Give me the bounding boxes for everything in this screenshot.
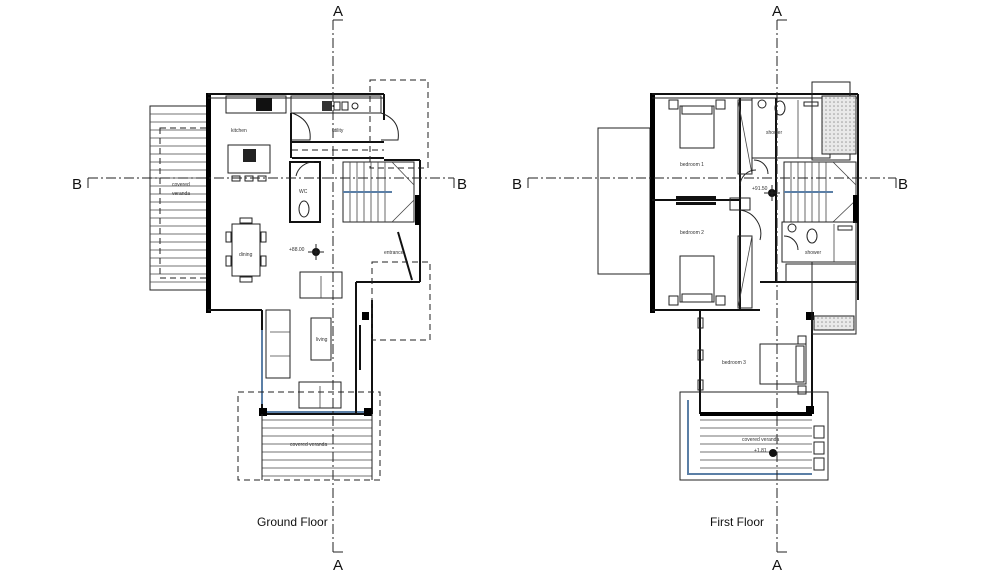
label-bedroom-3: bedroom 3 bbox=[722, 360, 746, 366]
first-floor-title: First Floor bbox=[710, 515, 764, 529]
label-first-level: +91.50 bbox=[752, 186, 768, 192]
first-stairs bbox=[783, 161, 858, 223]
section-marker-a-bottom-left: A bbox=[333, 557, 343, 571]
roof-below-se bbox=[811, 261, 857, 335]
dining-table bbox=[225, 217, 267, 283]
ground-stairs bbox=[342, 161, 415, 223]
first-floor-plan: bedroom 1 shower bedroom 2 shower bedroo… bbox=[597, 81, 859, 529]
hatched-terrace-se bbox=[813, 315, 855, 331]
first-floor-walls bbox=[650, 93, 859, 416]
west-veranda: covered veranda bbox=[149, 105, 209, 291]
section-marker-b-right-1: B bbox=[457, 176, 467, 193]
section-marker-b-right-2: B bbox=[898, 176, 908, 193]
kitchen-counters bbox=[225, 95, 382, 114]
section-marker-a-bottom-right: A bbox=[772, 557, 782, 571]
door-swing-bedroom2 bbox=[739, 209, 762, 241]
label-ground-level: +88.00 bbox=[289, 247, 305, 253]
label-covered-veranda-first: covered veranda bbox=[742, 437, 779, 443]
svg-text:veranda: veranda bbox=[172, 191, 190, 197]
section-lines bbox=[87, 19, 897, 553]
label-wc: WC bbox=[299, 189, 308, 195]
section-marker-a-top-left: A bbox=[333, 3, 343, 20]
section-marker-b-left-2: B bbox=[512, 176, 522, 193]
section-marker-a-top-right: A bbox=[772, 3, 782, 20]
utility-room bbox=[290, 79, 429, 169]
entrance-door bbox=[371, 231, 431, 341]
bedroom-3-furniture bbox=[697, 317, 807, 395]
ground-floor-plan: covered veranda bbox=[149, 79, 431, 529]
label-utility: utility bbox=[332, 128, 344, 134]
label-shower-2: shower bbox=[805, 250, 821, 256]
label-balcony-level: +1.81 bbox=[754, 448, 767, 454]
bedroom-2-furniture bbox=[668, 235, 753, 309]
door-swing-hall bbox=[739, 169, 757, 187]
label-covered-veranda-south: covered veranda bbox=[290, 442, 327, 448]
kitchen-island bbox=[227, 144, 271, 182]
section-marker-b-left-1: B bbox=[72, 176, 82, 193]
hatched-terrace-ne bbox=[821, 95, 857, 155]
label-kitchen: kitchen bbox=[231, 128, 247, 134]
label-dining: dining bbox=[239, 252, 253, 258]
wc-room bbox=[289, 161, 321, 223]
shower-2 bbox=[781, 221, 857, 283]
label-entrance: entrance bbox=[384, 250, 404, 256]
south-veranda bbox=[237, 391, 381, 481]
first-floor-balcony bbox=[679, 391, 829, 481]
roof-below-west bbox=[597, 127, 651, 275]
ground-floor-title: Ground Floor bbox=[257, 515, 328, 529]
svg-text:covered: covered bbox=[172, 182, 190, 188]
label-bedroom-2: bedroom 2 bbox=[680, 230, 704, 236]
hall-cabinet bbox=[729, 197, 751, 211]
first-level-marker bbox=[764, 185, 780, 201]
label-living: living bbox=[316, 337, 328, 343]
living-furniture bbox=[265, 271, 361, 409]
label-shower-1: shower bbox=[766, 130, 782, 136]
label-bedroom-1: bedroom 1 bbox=[680, 162, 704, 168]
ground-level-marker bbox=[308, 244, 324, 260]
